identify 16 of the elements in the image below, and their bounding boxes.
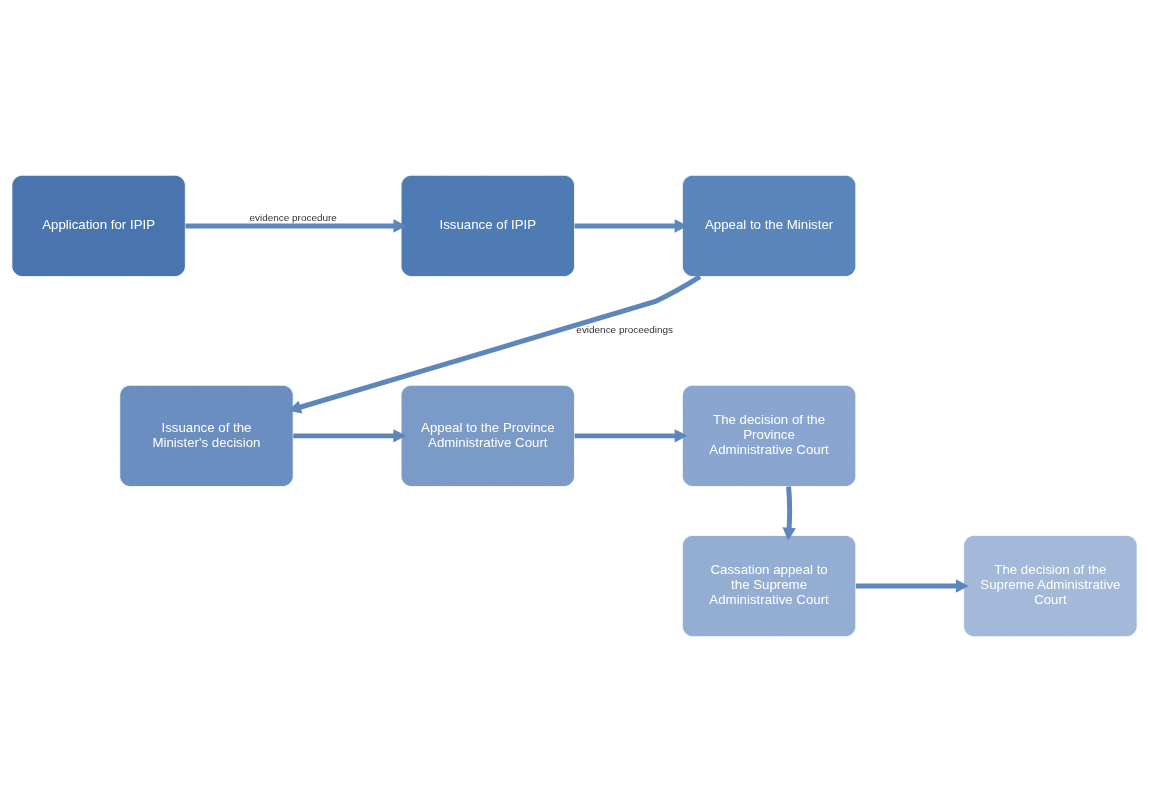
node-box: Issuance of IPIP [400,174,575,277]
node-box: Issuance of the Minister's decision [119,384,294,487]
node-box: Cassation appeal to the Supreme Administrative Court [681,534,857,637]
arrow [855,578,969,593]
arrow [293,428,407,443]
node-box: Application for IPIP [11,174,186,277]
arrow [288,274,702,414]
arrow [574,428,688,443]
node-box: Appeal to the Province Administrative Court [400,384,575,487]
node-box: The decision of the Supreme Administrative Court [963,534,1138,637]
edge-label: evidence procedure [249,211,337,223]
node-box: Appeal to the Minister [681,174,857,277]
arrow [782,485,796,541]
edge-label: evidence proceedings [576,323,674,335]
arrow [185,218,407,233]
node-box: The decision of the Province Administrative Court [681,384,857,487]
